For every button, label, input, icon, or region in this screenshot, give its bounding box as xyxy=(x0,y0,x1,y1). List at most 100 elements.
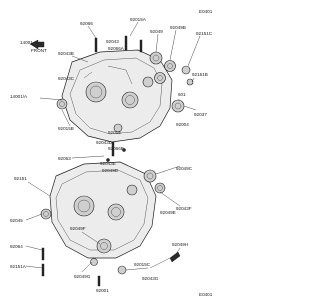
part-label: 92064 xyxy=(10,244,23,249)
leader xyxy=(81,231,101,245)
part-label: 14001/A xyxy=(10,94,28,99)
stud-3 xyxy=(139,39,143,53)
part-label: 92015A xyxy=(130,17,147,22)
bearing-left-upper xyxy=(56,98,68,110)
leader xyxy=(71,155,105,159)
transmission-bore-inner-upper xyxy=(125,95,135,105)
stud-2 xyxy=(124,35,128,51)
part-label: 92151 xyxy=(14,176,27,181)
part-label: 92001 xyxy=(96,288,109,293)
part-label: 92004 xyxy=(176,122,189,127)
seal-bottom xyxy=(117,265,127,275)
main-bore-inner-lower xyxy=(77,199,91,213)
part-label: 14001 xyxy=(20,40,33,45)
main-bore-upper xyxy=(85,81,107,103)
front-label: FRONT xyxy=(31,48,47,53)
upper-crankcase-rim xyxy=(69,57,163,135)
part-label: 92066A xyxy=(108,46,125,51)
pin-1 xyxy=(122,148,126,152)
leader xyxy=(25,213,43,221)
bearing-1-inner xyxy=(152,54,160,62)
leader xyxy=(25,265,43,269)
part-label: 92049H xyxy=(172,242,188,247)
part-label: 92043 xyxy=(106,39,119,44)
part-label: 92043D xyxy=(96,140,113,145)
leader-lines xyxy=(25,21,201,273)
bearing-center-upper xyxy=(113,123,123,133)
upper-crankcase xyxy=(61,49,173,143)
part-labels: 92066 92015A 92049 92049B 92151C 92043 9… xyxy=(10,17,213,293)
bearing-1 xyxy=(149,51,163,65)
leader xyxy=(61,109,71,127)
bolt-bottom-left-2 xyxy=(41,263,45,277)
part-label: 92049D xyxy=(102,168,119,173)
part-label: 92066B xyxy=(108,146,124,151)
leader xyxy=(183,105,197,111)
part-label: 92043F xyxy=(176,206,192,211)
lower-crankcase xyxy=(49,161,157,259)
leader xyxy=(87,25,97,39)
transmission-bore-inner-lower xyxy=(111,207,121,217)
part-label: 601 xyxy=(178,92,186,97)
leader xyxy=(169,29,177,61)
bearing-left-lower-inner xyxy=(43,211,49,217)
part-label: 92151B xyxy=(192,72,208,77)
bearing-4-inner xyxy=(174,102,182,110)
hose-bottom-right xyxy=(149,257,171,269)
bearing-6 xyxy=(154,182,166,194)
upper-crankcase-body xyxy=(61,49,173,143)
transmission-bore-lower xyxy=(107,203,125,221)
diagram-ref-code: E0401 xyxy=(199,9,213,14)
bearing-3 xyxy=(154,72,166,84)
leader xyxy=(129,21,139,37)
leader xyxy=(125,267,149,271)
bearings-upper-right xyxy=(56,51,194,133)
part-label: 92049F xyxy=(70,226,86,231)
fitting-bottom-right xyxy=(169,251,181,263)
main-bore-inner-upper xyxy=(89,85,103,99)
bearing-bottom-center-inner xyxy=(100,242,108,250)
part-label: 92043B xyxy=(58,51,74,56)
bearing-5-inner xyxy=(146,172,154,180)
leader xyxy=(39,97,63,101)
leader xyxy=(155,165,181,175)
part-label: 92015C xyxy=(134,262,151,267)
bolts xyxy=(41,35,181,287)
leader xyxy=(27,181,51,197)
leader xyxy=(191,77,195,83)
front-arrow-icon xyxy=(29,39,45,50)
main-bore-lower xyxy=(73,195,95,217)
part-label: 92151C xyxy=(196,31,213,36)
bolt-bottom-center xyxy=(97,275,101,287)
bearing-6-inner xyxy=(157,185,163,191)
bearing-4 xyxy=(171,99,185,113)
crankcase-exploded-diagram: E0401 xyxy=(10,9,213,297)
leader xyxy=(155,33,159,53)
bolt-bottom-left xyxy=(41,247,45,261)
bearing-3-inner xyxy=(157,75,163,81)
stud-4 xyxy=(111,141,115,157)
leader xyxy=(25,245,43,251)
part-label: 92049C xyxy=(176,166,193,171)
part-label: 92049G xyxy=(74,274,91,279)
leader xyxy=(187,35,201,67)
part-label: 92049B xyxy=(170,25,186,30)
leader xyxy=(81,261,93,273)
part-label: 92043E xyxy=(100,161,116,166)
part-label: 92015 xyxy=(108,130,121,135)
part-label: 92037 xyxy=(194,112,207,117)
bearing-left-lower xyxy=(40,208,52,220)
sheet-ref: E0401 xyxy=(199,292,213,297)
part-label: 92043G xyxy=(142,276,159,281)
part-label: 92063 xyxy=(58,156,71,161)
part-label: 92151A xyxy=(10,264,27,269)
seal-1 xyxy=(181,65,191,75)
lower-crankcase-rim xyxy=(55,169,149,251)
stud-1 xyxy=(94,37,98,53)
pin-2 xyxy=(106,158,110,162)
bearing-5 xyxy=(143,169,157,183)
bearing-2 xyxy=(164,60,176,72)
shaft-bore-lower xyxy=(126,184,138,196)
seal-2 xyxy=(186,78,194,86)
upper-rib xyxy=(83,65,133,85)
